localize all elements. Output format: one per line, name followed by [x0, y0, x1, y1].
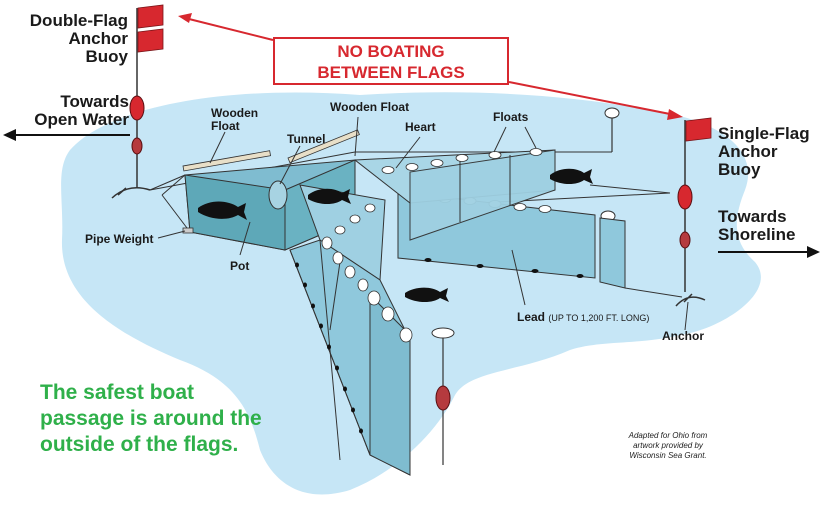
wooden-float: [182, 150, 271, 172]
credit-note: Adapted for Ohio from artwork provided b…: [628, 431, 708, 460]
buoy-icon: [131, 137, 143, 155]
double-flag-buoy-label: Double-Flag Anchor Buoy: [29, 11, 128, 66]
fish-icon: [550, 168, 593, 185]
safe-passage-note: The safest boat passage is around the ou…: [40, 381, 262, 456]
heart-net: [353, 148, 556, 241]
single-flag-buoy: [675, 117, 712, 307]
warning-arrows: [178, 13, 683, 120]
pot-label: Pot: [230, 259, 250, 273]
buoy-icon: [679, 231, 691, 249]
fish-icon: [308, 188, 351, 205]
fish-icon: [405, 287, 449, 303]
no-boating-warning: NO BOATING BETWEEN FLAGS: [273, 37, 509, 85]
pipe-weight-label: Pipe Weight: [85, 232, 154, 246]
arrow-right-icon: [718, 246, 820, 258]
flag-icon: [137, 28, 164, 53]
towards-shoreline-label: Towards Shoreline: [718, 207, 796, 244]
warning-line-1: NO BOATING: [337, 42, 445, 61]
fish-icons: [198, 168, 593, 303]
leader-lines: [157, 116, 689, 331]
lead-note: (UP TO 1,200 FT. LONG): [548, 313, 650, 323]
towards-open-water-label: Towards Open Water: [34, 92, 129, 129]
warning-line-2: BETWEEN FLAGS: [317, 63, 465, 82]
pipe-weight: [182, 227, 194, 234]
middle-buoy: [431, 327, 455, 465]
lead-label: Lead (UP TO 1,200 FT. LONG): [517, 311, 649, 324]
flag-icon: [685, 117, 712, 142]
buoy-icon: [677, 184, 693, 210]
arrow-left-icon: [3, 129, 130, 141]
flag-icon: [137, 4, 164, 29]
wing-nets: [289, 184, 413, 476]
buoy-icon: [129, 95, 145, 121]
lead-title: Lead: [517, 310, 546, 324]
wooden-float-label-1: Wooden Float: [211, 106, 259, 133]
floats-label: Floats: [493, 110, 529, 124]
fish-icon: [198, 201, 247, 220]
tunnel-label: Tunnel: [287, 132, 326, 146]
anchor-label: Anchor: [662, 329, 704, 343]
buoy-icon: [435, 385, 451, 411]
wooden-float: [287, 129, 360, 164]
single-flag-buoy-label: Single-Flag Anchor Buoy: [718, 124, 810, 179]
tunnel: [268, 180, 288, 210]
heart-label: Heart: [405, 120, 436, 134]
anchor-icon: [675, 293, 706, 307]
wooden-float-label-2: Wooden Float: [330, 100, 410, 114]
double-flag-buoy: [129, 4, 164, 155]
